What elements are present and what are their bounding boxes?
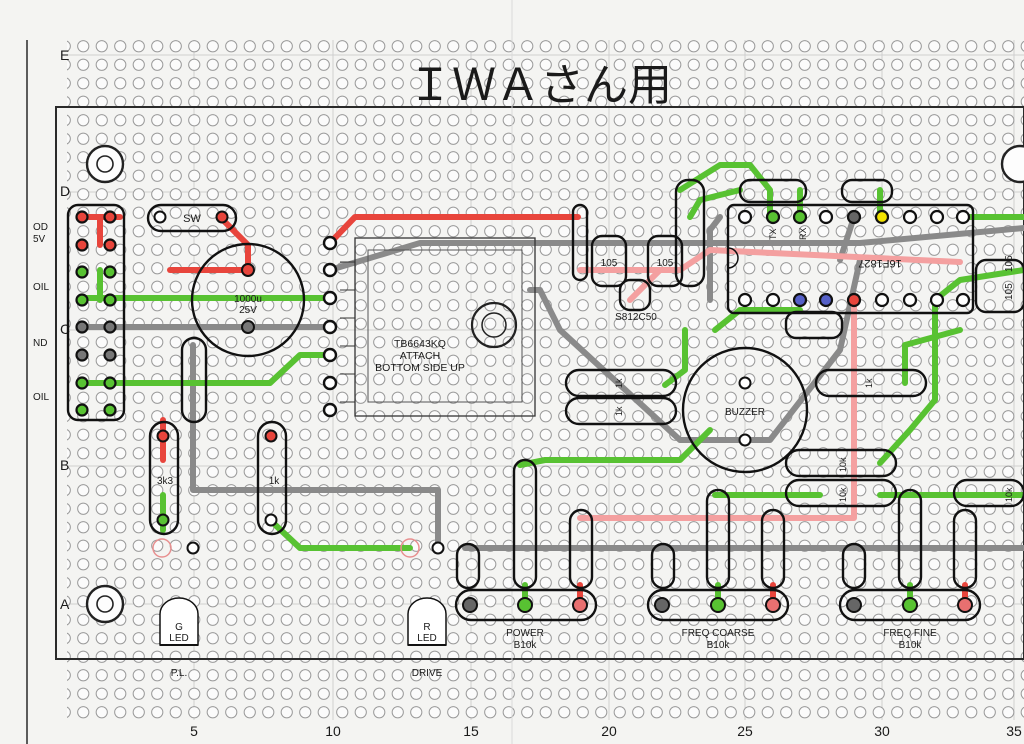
- resistor-1k-a: 1k: [564, 368, 678, 398]
- chip-pins: [322, 235, 338, 418]
- resistor-pl-body: [180, 336, 208, 424]
- led-g-anode-marker: [152, 538, 172, 558]
- resistor-1k-c: 1k: [814, 368, 928, 398]
- cap-105-right-a-label: 105: [1004, 255, 1015, 272]
- cap-105-b-label: 105: [657, 258, 674, 269]
- col-label-10: 10: [325, 723, 341, 739]
- resistor-1k-drive-label: 1k: [269, 476, 281, 487]
- gray-wires: [77, 214, 1024, 551]
- led-green-type: LED: [169, 633, 188, 644]
- edge-label-2: 5V: [33, 234, 46, 245]
- resistor-1k-a-label: 1k: [614, 378, 624, 388]
- pot-freq-fine-name: FREQ FINE: [883, 628, 937, 639]
- row-label-c: C: [60, 321, 70, 337]
- page-title: ＩＷＡさん用: [408, 60, 672, 111]
- pot-freq-fine: FREQ FINE B10k: [838, 588, 982, 651]
- cap-105-a-label: 105: [601, 258, 618, 269]
- resistor-10k-c-label: 10k: [1004, 487, 1014, 502]
- resistor-3k3-label: 3k3: [157, 476, 174, 487]
- edge-label-1: OD: [33, 222, 48, 233]
- resistor-1k-drive: 1k: [256, 420, 288, 536]
- row-label-a: A: [60, 596, 70, 612]
- resistor-10k-b-label: 10k: [838, 487, 848, 502]
- tb6643kq-chip: TB6643KQ ATTACH BOTTOM SIDE UP: [340, 237, 536, 417]
- led-red: R LED DRIVE: [407, 597, 447, 679]
- mcu-pin-rx: RX: [798, 227, 808, 240]
- capacitor-1000u: 1000u 25V: [190, 242, 306, 358]
- row-label-b: B: [60, 457, 69, 473]
- resistor-1k-b: 1k: [564, 396, 678, 426]
- mounting-holes: [85, 144, 1024, 624]
- switch-label: SW: [183, 213, 201, 225]
- edge-label-5: OIL: [33, 392, 50, 403]
- pic16f1827-chip: 16F1827 TX RX: [726, 203, 975, 315]
- pot-power: POWER B10k: [454, 588, 598, 651]
- row-label-e: E: [60, 47, 69, 63]
- led-red-color: R: [423, 622, 430, 633]
- col-label-15: 15: [463, 723, 479, 739]
- jumper-capsules: [455, 458, 978, 590]
- row-label-d: D: [60, 183, 70, 199]
- buzzer: BUZZER: [681, 346, 809, 474]
- edge-label-3: OIL: [33, 282, 50, 293]
- resistor-10k-a-label: 10k: [838, 457, 848, 472]
- regulator-label: S812C50: [615, 312, 657, 323]
- led-red-type: LED: [417, 633, 436, 644]
- resistor-10k-b: 10k: [784, 478, 898, 508]
- tb6643kq-note-2: BOTTOM SIDE UP: [375, 362, 465, 374]
- col-label-35: 35: [1006, 723, 1022, 739]
- pot-power-name: POWER: [506, 628, 544, 639]
- tb6643kq-note-1: ATTACH: [400, 350, 440, 362]
- resistor-1k-b-label: 1k: [614, 406, 624, 416]
- resistor-10k-c: 10k: [952, 478, 1024, 508]
- led-red-label: DRIVE: [412, 668, 443, 679]
- capacitor-voltage: 25V: [239, 305, 257, 316]
- led-green-color: G: [175, 622, 183, 633]
- pot-freq-coarse-value: B10k: [707, 640, 731, 651]
- green-wires: [77, 162, 1024, 609]
- resistor-1k-c-label: 1k: [864, 378, 874, 388]
- col-label-20: 20: [601, 723, 617, 739]
- power-switch: SW: [146, 203, 238, 233]
- regulator-area: 105 105 S812C50: [571, 203, 684, 323]
- mcu-name: 16F1827: [858, 257, 901, 269]
- board-outline: [55, 106, 1024, 660]
- pot-freq-coarse: FREQ COARSE B10k: [646, 588, 790, 651]
- mcu-pads: [737, 209, 971, 308]
- pot-freq-fine-value: B10k: [899, 640, 923, 651]
- col-label-25: 25: [737, 723, 753, 739]
- tb6643kq-name: TB6643KQ: [394, 338, 446, 350]
- input-connector: [66, 203, 126, 422]
- led-green-label: P.L.: [171, 668, 188, 679]
- edge-label-4: ND: [33, 338, 47, 349]
- resistor-3k3: 3k3: [148, 420, 180, 536]
- pink-wires: [577, 247, 963, 521]
- buzzer-label: BUZZER: [725, 407, 765, 418]
- mcu-pin-tx: TX: [768, 228, 778, 240]
- led-r-anode-marker: [400, 538, 420, 558]
- pot-power-value: B10k: [514, 640, 538, 651]
- col-label-30: 30: [874, 723, 890, 739]
- led-green: G LED P.L.: [159, 597, 199, 679]
- cap-105-right-b-label: 105: [1004, 283, 1015, 300]
- col-label-5: 5: [190, 723, 198, 739]
- capacitor-value: 1000u: [234, 294, 262, 305]
- pot-freq-coarse-name: FREQ COARSE: [682, 628, 755, 639]
- resistor-10k-a: 10k: [784, 448, 898, 478]
